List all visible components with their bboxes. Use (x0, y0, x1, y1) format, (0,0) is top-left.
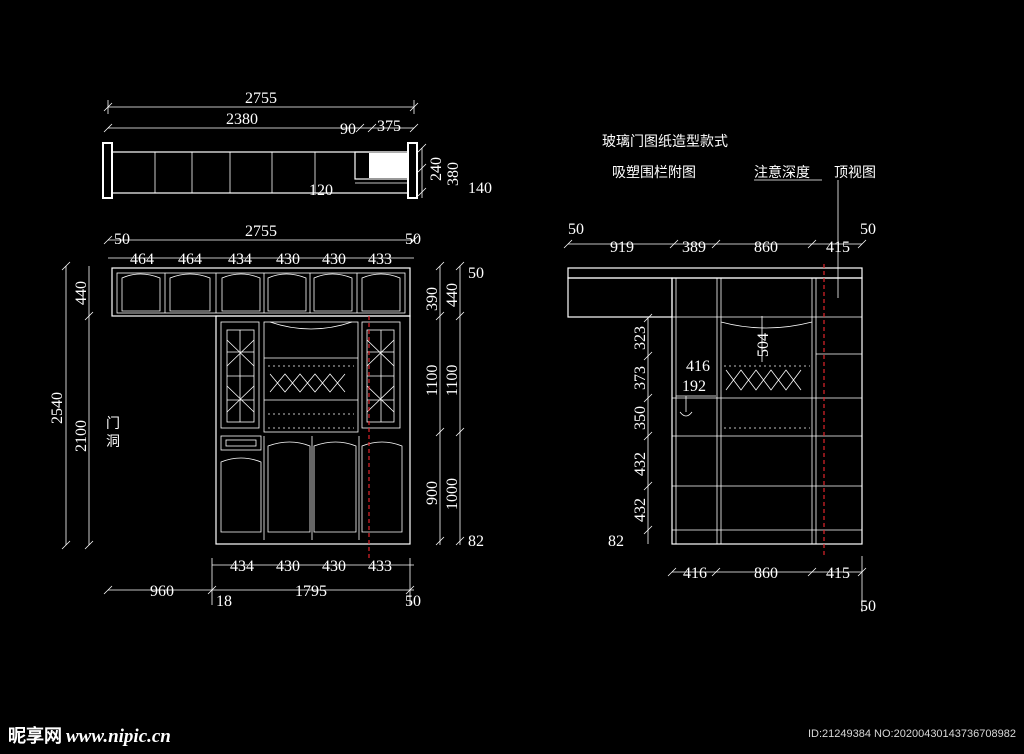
caption-right: 顶视图 (834, 165, 876, 181)
side-view: 玻璃门图纸造型款式 吸塑围栏附图 注意深度 顶视图 50 919 389 860… (563, 133, 876, 615)
front-low-900: 900 (424, 481, 441, 505)
front-top-edge: 50 (468, 265, 484, 282)
lower-bay-2: 430 (276, 558, 300, 575)
top-depth-140: 140 (468, 180, 492, 197)
side-inner-504: 504 (755, 333, 772, 357)
side-bottom-416: 416 (683, 565, 707, 582)
side-inner-192: 192 (682, 378, 706, 395)
lower-bay-4: 433 (368, 558, 392, 575)
side-bottom-415: 415 (826, 565, 850, 582)
side-vert-432-b: 432 (632, 498, 649, 522)
side-dim-919: 919 (610, 239, 634, 256)
side-vert-373: 373 (632, 366, 649, 390)
bay-dim-6: 433 (368, 251, 392, 268)
side-bottom-860: 860 (754, 565, 778, 582)
door-label-1: 门 (106, 416, 120, 432)
front-overall-dim: 2755 (245, 223, 277, 240)
front-mid-1100-b: 1100 (444, 365, 461, 396)
bay-dim-3: 434 (228, 251, 252, 268)
lower-bay-1: 434 (230, 558, 254, 575)
side-dim-389: 389 (682, 239, 706, 256)
top-inner-dim: 120 (309, 182, 333, 199)
side-dim-860: 860 (754, 239, 778, 256)
lower-bay-3: 430 (322, 558, 346, 575)
side-vert-323: 323 (632, 326, 649, 350)
side-plinth: 82 (608, 533, 624, 550)
front-height-2100: 2100 (73, 420, 90, 452)
front-plinth: 82 (468, 533, 484, 550)
top-gap-dim: 90 (340, 121, 356, 138)
side-inner-416: 416 (686, 358, 710, 375)
bay-dim-2: 464 (178, 251, 202, 268)
watermark-brand: 昵享网 (8, 726, 62, 747)
caption-mid: 注意深度 (754, 164, 810, 181)
top-right-dim: 375 (377, 118, 401, 135)
front-view: 2755 50 50 464 464 434 430 430 433 (49, 223, 484, 610)
bottom-50: 50 (405, 593, 421, 610)
bay-dim-1: 464 (130, 251, 154, 268)
front-upper-390: 390 (424, 287, 441, 311)
watermark-url: www.nipic.cn (66, 726, 171, 747)
front-mid-1100-a: 1100 (424, 365, 441, 396)
side-vert-432-a: 432 (632, 452, 649, 476)
bottom-960: 960 (150, 583, 174, 600)
front-upper-440-r: 440 (444, 283, 461, 307)
front-height-2540: 2540 (49, 392, 66, 424)
side-edge-right: 50 (860, 221, 876, 238)
top-depth-240: 240 (428, 157, 445, 181)
bottom-1795: 1795 (295, 583, 327, 600)
top-left-dim: 2380 (226, 111, 258, 128)
top-overall-dim: 2755 (245, 90, 277, 107)
side-dim-415: 415 (826, 239, 850, 256)
front-edge-left: 50 (114, 231, 130, 248)
bottom-18: 18 (216, 593, 232, 610)
bay-dim-5: 430 (322, 251, 346, 268)
top-depth-380: 380 (445, 162, 462, 186)
top-view: 2755 2380 90 375 120 240 380 140 (102, 90, 492, 199)
front-edge-right: 50 (405, 231, 421, 248)
door-label-2: 洞 (106, 434, 120, 450)
bay-dim-4: 430 (276, 251, 300, 268)
front-upper-440: 440 (73, 281, 90, 305)
side-bottom-edge: 50 (860, 598, 876, 615)
image-id: ID:21249384 NO:20200430143736708982 (808, 728, 1016, 740)
title: 玻璃门图纸造型款式 (602, 133, 728, 150)
side-vert-350: 350 (632, 406, 649, 430)
front-low-1000: 1000 (444, 478, 461, 510)
side-edge-left: 50 (568, 221, 584, 238)
caption-left: 吸塑围栏附图 (612, 165, 696, 181)
